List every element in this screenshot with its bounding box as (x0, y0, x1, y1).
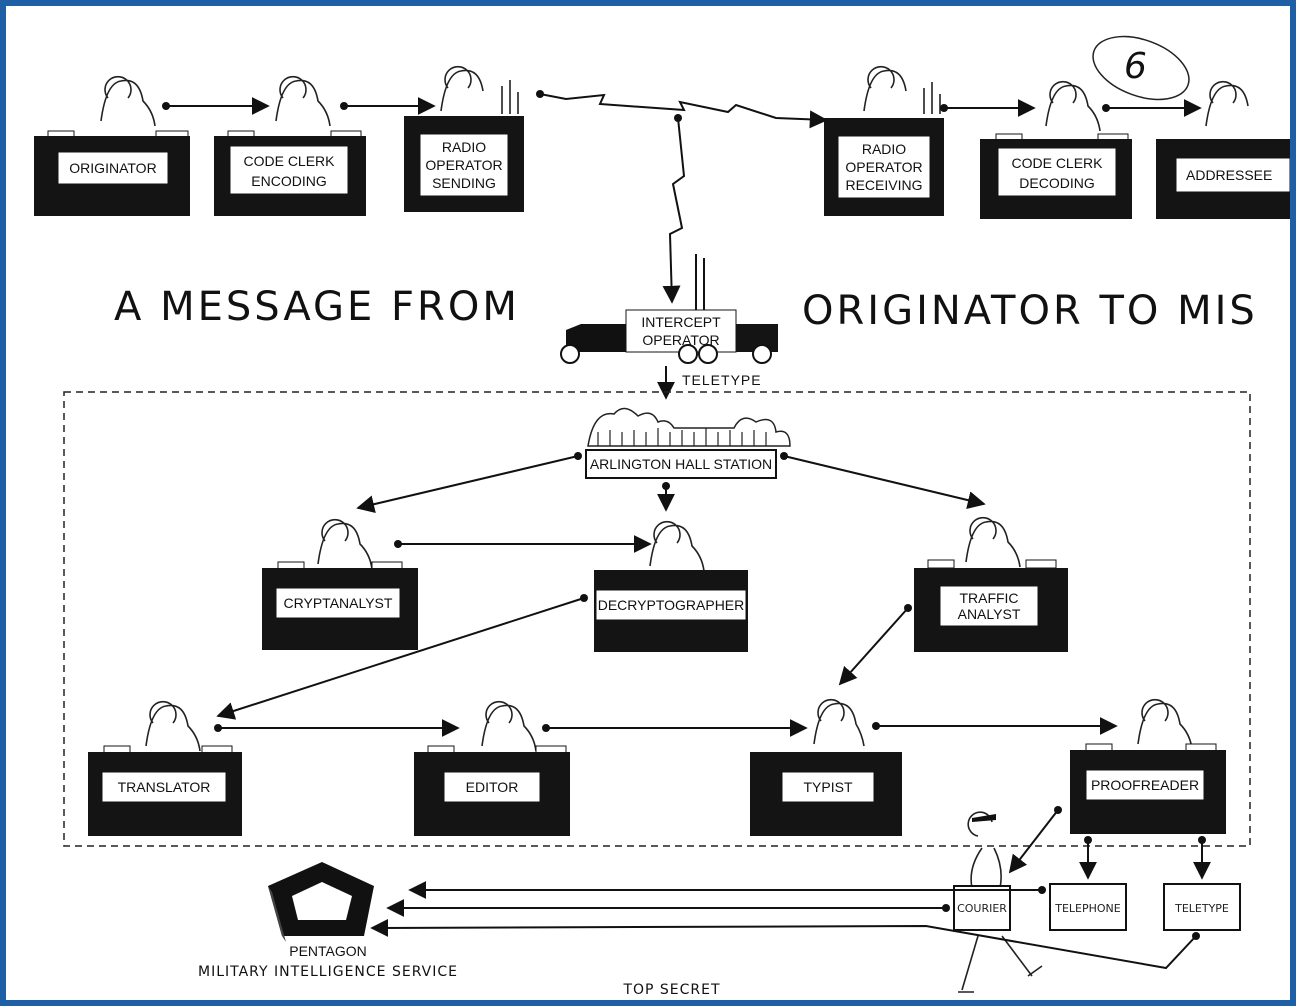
desk-traffic-analyst: TRAFFIC ANALYST (914, 516, 1068, 652)
desk-radio-sending: RADIO OPERATOR SENDING (404, 65, 524, 212)
desk-decryptographer: DECRYPTOGRAPHER (594, 520, 748, 652)
radio-receiving-line3: RECEIVING (845, 177, 922, 193)
page-number: 6 (1124, 46, 1147, 87)
teletype-link-label: TELETYPE (682, 372, 762, 388)
desk-editor: EDITOR (414, 700, 570, 836)
arlington-label: ARLINGTON HALL STATION (590, 456, 772, 472)
desk-translator: TRANSLATOR (88, 700, 242, 836)
courier-label: COURIER (957, 902, 1007, 915)
desk-addressee: ADDRESSEE (1156, 80, 1290, 219)
title-left: A MESSAGE FROM (114, 284, 520, 330)
title-right: ORIGINATOR TO MIS (802, 288, 1258, 334)
desk-code-clerk-encoding: CODE CLERK ENCODING (214, 75, 366, 216)
radio-sending-line3: SENDING (432, 175, 496, 191)
cryptanalyst-label: CRYPTANALYST (284, 595, 393, 611)
intercept-line2: OPERATOR (642, 332, 719, 348)
classification-label: TOP SECRET (622, 982, 720, 998)
desk-radio-receiving: RADIO OPERATOR RECEIVING (824, 65, 944, 216)
radio-sending-line2: OPERATOR (425, 157, 502, 173)
traffic-analyst-line2: ANALYST (958, 606, 1021, 622)
telephone-label: TELEPHONE (1054, 902, 1121, 915)
pentagon-label: PENTAGON (289, 943, 367, 959)
desk-code-clerk-decoding: CODE CLERK DECODING (980, 80, 1132, 219)
code-clerk-encoding-line2: ENCODING (251, 173, 326, 189)
radio-sending-line1: RADIO (442, 139, 486, 155)
code-clerk-encoding-line1: CODE CLERK (243, 153, 335, 169)
translator-label: TRANSLATOR (118, 779, 211, 795)
typist-label: TYPIST (803, 779, 852, 795)
desk-proofreader: PROOFREADER (1070, 698, 1226, 834)
radio-receiving-line2: OPERATOR (845, 159, 922, 175)
mis-label: MILITARY INTELLIGENCE SERVICE (198, 964, 458, 980)
intercept-line1: INTERCEPT (641, 314, 721, 330)
arlington-hall-station: ARLINGTON HALL STATION (585, 407, 791, 479)
desk-cryptanalyst: CRYPTANALYST (262, 518, 418, 650)
courier-figure (958, 811, 1043, 993)
page-number-annotation: 6 (1092, 35, 1190, 101)
message-flow-diagram: 6 ORIGINATOR CODE CLERK ENCODING RADIO O… (34, 35, 1290, 998)
desk-typist: TYPIST (750, 698, 902, 836)
originator-label: ORIGINATOR (69, 160, 156, 176)
desk-originator: ORIGINATOR (34, 75, 190, 216)
radio-receiving-line1: RADIO (862, 141, 906, 157)
arlington-enclosure (63, 391, 1251, 847)
teletype-label: TELETYPE (1174, 902, 1229, 915)
editor-label: EDITOR (466, 779, 519, 795)
code-clerk-decoding-line2: DECODING (1019, 175, 1094, 191)
code-clerk-decoding-line1: CODE CLERK (1011, 155, 1103, 171)
pentagon-building (268, 862, 374, 942)
proofreader-label: PROOFREADER (1091, 777, 1199, 793)
addressee-label: ADDRESSEE (1186, 167, 1272, 183)
decryptographer-label: DECRYPTOGRAPHER (598, 597, 745, 613)
intercept-truck: INTERCEPT OPERATOR (560, 254, 778, 364)
traffic-analyst-line1: TRAFFIC (959, 590, 1018, 606)
